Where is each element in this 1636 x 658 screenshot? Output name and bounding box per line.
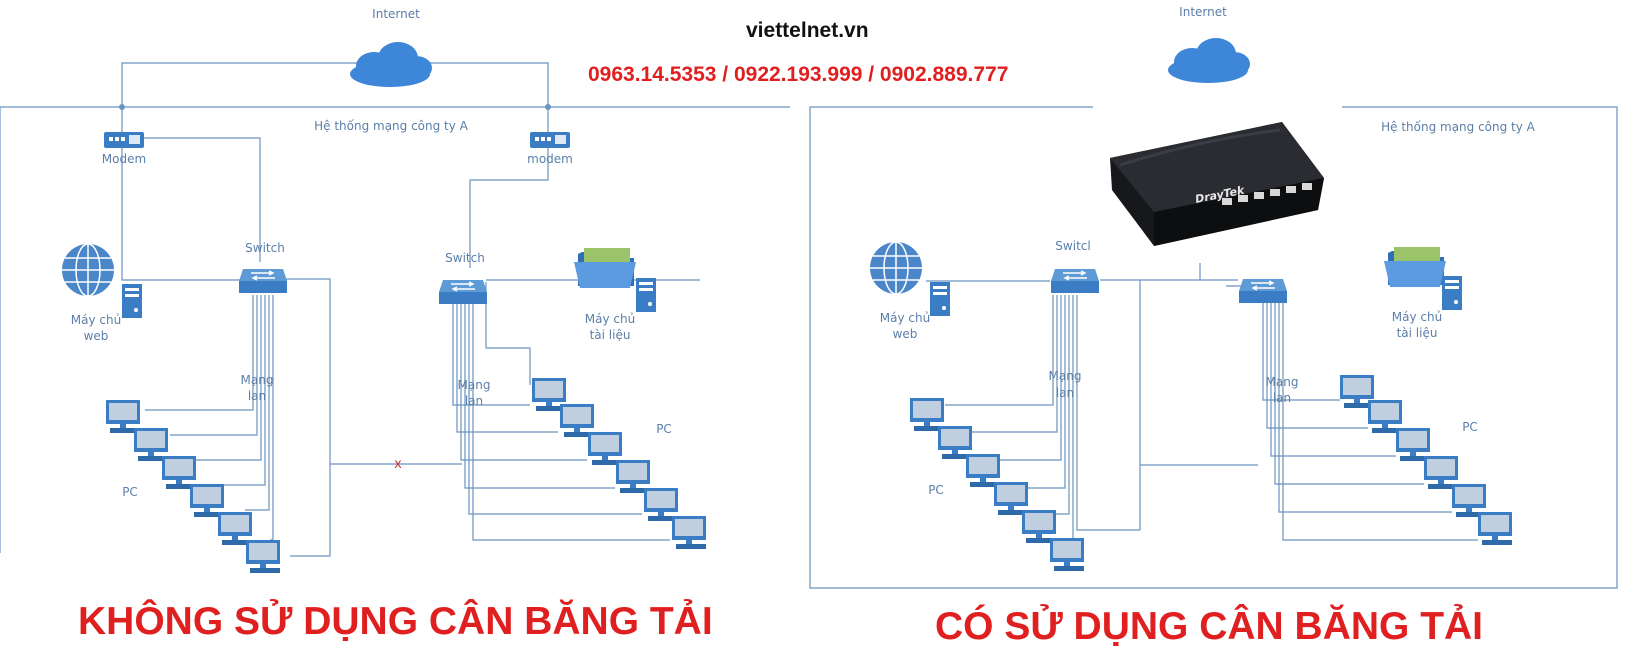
pc-icon <box>1478 512 1512 545</box>
pc-group-right <box>1340 375 1512 545</box>
lan-label: Mạng <box>1266 375 1299 389</box>
web-server-label: web <box>84 329 109 343</box>
switch-icon <box>1238 278 1288 304</box>
switch-icon <box>438 279 488 305</box>
internet-label: Internet <box>372 7 420 21</box>
folder-icon <box>1384 247 1446 287</box>
internet-cloud-icon <box>350 42 432 87</box>
diagram-without-load-balancing: Internet Hệ thống mạng công ty A Modem m… <box>0 7 790 573</box>
document-server-icon <box>636 278 656 312</box>
pc-label: PC <box>656 422 672 436</box>
document-server-icon <box>1442 276 1462 310</box>
pc-icon <box>1050 538 1084 571</box>
lan-label: Mạng <box>458 378 491 392</box>
web-server-label: Máy chủ <box>71 313 121 327</box>
pc-label: PC <box>1462 420 1478 434</box>
pc-label: PC <box>928 483 944 497</box>
pc-icon <box>246 540 280 573</box>
switch-icon <box>238 268 288 294</box>
globe-icon <box>61 243 115 297</box>
lan-label: lan <box>465 394 483 408</box>
doc-server-label: Máy chủ <box>585 312 635 326</box>
cut-mark: x <box>394 457 402 472</box>
caption-with-load-balancing: CÓ SỬ DỤNG CÂN BĂNG TẢI <box>935 605 1484 648</box>
pc-label: PC <box>122 485 138 499</box>
caption-without-load-balancing: KHÔNG SỬ DỤNG CÂN BĂNG TẢI <box>78 600 713 643</box>
web-server-label: web <box>893 327 918 341</box>
switch-label: Switcl <box>1055 239 1090 253</box>
draytek-router-icon: DrayTek <box>1110 122 1324 246</box>
doc-server-label: tài liệu <box>1397 326 1438 340</box>
switch-label: Switch <box>245 241 285 255</box>
lan-label: Mạng <box>241 373 274 387</box>
switch-icon <box>1050 268 1100 294</box>
pc-group-right <box>532 378 706 549</box>
internet-cloud-icon <box>1168 38 1250 83</box>
globe-icon <box>869 241 923 295</box>
modem-icon <box>530 132 570 148</box>
phone-numbers: 0963.14.5353 / 0922.193.999 / 0902.889.7… <box>588 63 1009 86</box>
web-server-icon <box>930 282 950 316</box>
modem-icon <box>104 132 144 148</box>
switch-label: Switch <box>445 251 485 265</box>
doc-server-label: Máy chủ <box>1392 310 1442 324</box>
site-name: viettelnet.vn <box>746 19 869 42</box>
internet-label: Internet <box>1179 5 1227 19</box>
diagram-with-load-balancing: DrayTek Internet Hệ thống mạng công ty A… <box>809 5 1618 589</box>
web-server-icon <box>122 284 142 318</box>
lan-label: lan <box>1273 391 1291 405</box>
web-server-label: Máy chủ <box>880 311 930 325</box>
lan-label: lan <box>1056 386 1074 400</box>
modem-label: Modem <box>102 152 146 166</box>
modem-label: modem <box>527 152 573 166</box>
pc-icon <box>672 516 706 549</box>
network-label: Hệ thống mạng công ty A <box>314 119 469 133</box>
lan-label: lan <box>248 389 266 403</box>
doc-server-label: tài liệu <box>590 328 631 342</box>
network-label: Hệ thống mạng công ty A <box>1381 120 1536 134</box>
folder-icon <box>574 248 636 288</box>
lan-label: Mạng <box>1049 369 1082 383</box>
